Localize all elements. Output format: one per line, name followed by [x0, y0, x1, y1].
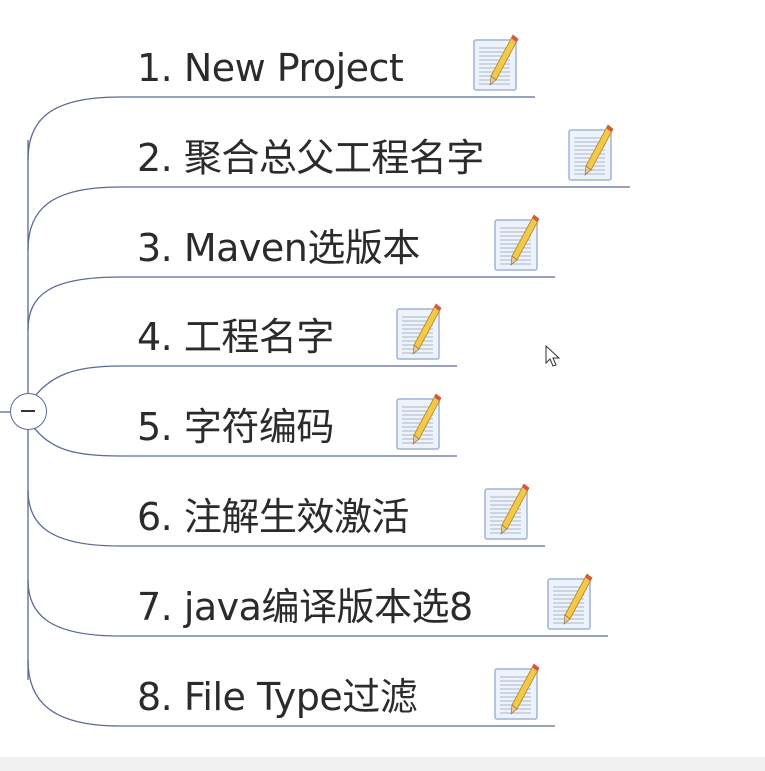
note-pencil-icon[interactable]: [472, 32, 520, 92]
topic-label: 7. java编译版本选8: [137, 585, 473, 629]
note-pencil-icon[interactable]: [483, 481, 531, 541]
topic-2[interactable]: 2. 聚合总父工程名字: [137, 128, 484, 188]
topic-label: 3. Maven选版本: [137, 226, 420, 270]
topic-label: 6. 注解生效激活: [137, 495, 409, 539]
note-pencil-icon[interactable]: [493, 661, 541, 721]
topic-5[interactable]: 5. 字符编码: [137, 397, 334, 457]
topic-8[interactable]: 8. File Type过滤: [137, 667, 418, 727]
note-pencil-icon[interactable]: [546, 571, 594, 631]
topic-label: 4. 工程名字: [137, 315, 334, 359]
topic-label: 5. 字符编码: [137, 405, 334, 449]
note-pencil-icon[interactable]: [567, 122, 615, 182]
collapse-toggle-button[interactable]: [10, 393, 47, 430]
topic-4[interactable]: 4. 工程名字: [137, 307, 334, 367]
topic-label: 8. File Type过滤: [137, 675, 418, 719]
topic-6[interactable]: 6. 注解生效激活: [137, 487, 409, 547]
note-pencil-icon[interactable]: [395, 391, 443, 451]
bottom-panel: [0, 757, 765, 771]
topic-1[interactable]: 1. New Project: [137, 38, 404, 98]
topic-label: 2. 聚合总父工程名字: [137, 136, 484, 180]
topic-7[interactable]: 7. java编译版本选8: [137, 577, 473, 637]
mouse-cursor-icon: [545, 345, 561, 367]
topic-label: 1. New Project: [137, 46, 404, 90]
topic-3[interactable]: 3. Maven选版本: [137, 218, 420, 278]
note-pencil-icon[interactable]: [493, 212, 541, 272]
note-pencil-icon[interactable]: [395, 301, 443, 361]
